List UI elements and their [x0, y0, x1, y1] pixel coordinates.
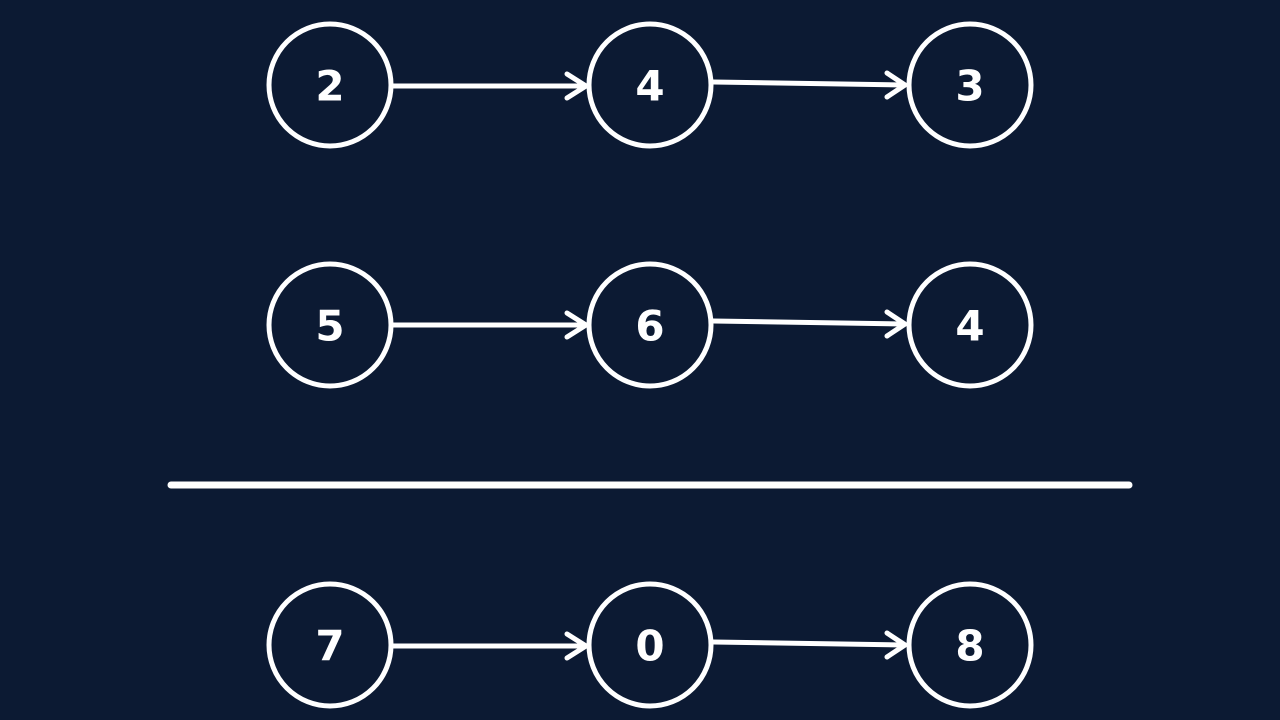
node-value: 7 — [315, 622, 344, 671]
arrow-head — [884, 309, 908, 339]
node-value: 0 — [635, 622, 664, 671]
arrow-head — [564, 71, 589, 101]
arrow-line — [710, 318, 906, 327]
node-value: 2 — [315, 62, 344, 111]
next-arrow — [390, 631, 589, 661]
node-value: 4 — [955, 302, 984, 351]
arrow-head — [564, 310, 589, 340]
next-arrow — [390, 310, 589, 340]
list-node: 6 — [586, 261, 714, 389]
arrow-line — [710, 639, 906, 648]
node-value: 5 — [315, 302, 344, 351]
list-node: 0 — [586, 581, 714, 709]
next-arrow — [710, 309, 908, 339]
next-arrow — [390, 71, 589, 101]
node-value: 4 — [635, 62, 664, 111]
next-arrow — [710, 70, 908, 100]
list-row-1: 2 4 3 — [266, 21, 1034, 149]
arrow-head — [884, 630, 908, 660]
node-value: 8 — [955, 622, 984, 671]
list-node: 4 — [586, 21, 714, 149]
node-circle — [586, 261, 714, 389]
arrow-line — [710, 79, 906, 88]
list-node: 8 — [906, 581, 1034, 709]
node-value: 6 — [635, 302, 664, 351]
list-node: 4 — [906, 261, 1034, 389]
list-node: 3 — [906, 21, 1034, 149]
arrow-head — [564, 631, 589, 661]
node-circle — [586, 581, 714, 709]
list-row-2: 5 6 4 — [266, 261, 1034, 389]
next-arrow — [710, 630, 908, 660]
node-circle — [906, 21, 1034, 149]
result-row: 7 0 8 — [266, 581, 1034, 709]
node-circle — [586, 21, 714, 149]
node-circle — [906, 261, 1034, 389]
node-value: 3 — [955, 62, 984, 111]
arrow-head — [884, 70, 908, 100]
node-circle — [906, 581, 1034, 709]
